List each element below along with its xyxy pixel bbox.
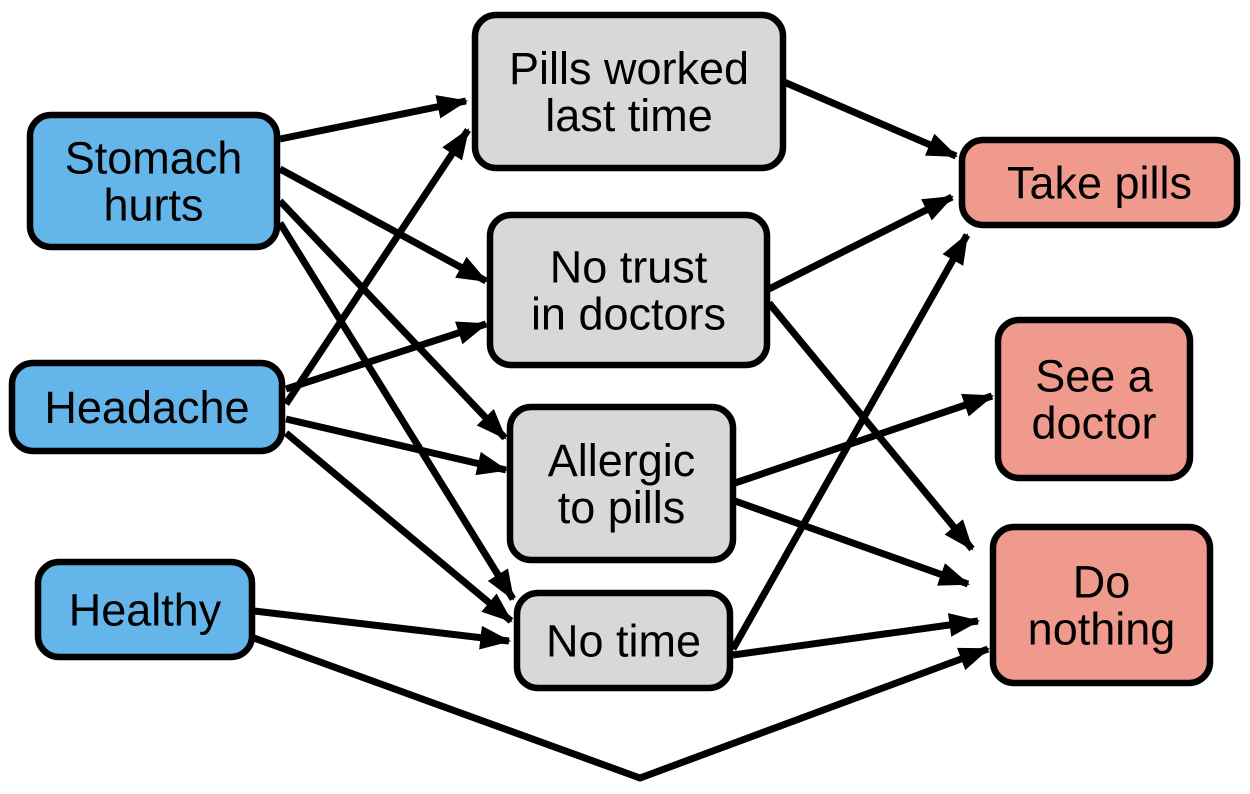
node-take-pills-label: Take pills <box>1007 158 1192 209</box>
node-stomach-hurts-line-0: Stomach <box>65 133 243 184</box>
edge-allergic-to-pills-to-see-a-doctor <box>733 392 994 487</box>
node-headache: Headache <box>8 359 286 455</box>
node-do-nothing-line-0: Do <box>1073 557 1131 608</box>
node-headache-box <box>8 359 286 455</box>
edge-healthy-to-do-nothing <box>252 634 990 782</box>
node-headache-line-0: Headache <box>44 382 249 433</box>
edge-no-time-to-do-nothing <box>732 613 981 659</box>
node-no-time: No time <box>513 589 734 692</box>
node-no-time-line-0: No time <box>546 616 701 667</box>
node-no-trust-in-doctors-line-1: in doctors <box>531 289 726 340</box>
node-pills-worked-last-time-line-0: Pills worked <box>509 43 749 94</box>
edge-allergic-to-pills-to-do-nothing <box>733 497 970 588</box>
node-see-a-doctor-line-0: See a <box>1035 351 1154 402</box>
edge-healthy-to-no-time <box>253 607 512 650</box>
node-take-pills-box <box>958 136 1241 229</box>
edge-stomach-hurts-to-no-trust-in-doctors <box>278 165 488 285</box>
node-see-a-doctor-box <box>994 316 1194 482</box>
node-healthy-label: Healthy <box>69 585 222 636</box>
node-take-pills-line-0: Take pills <box>1007 158 1192 209</box>
node-headache-label: Headache <box>44 382 249 433</box>
node-take-pills: Take pills <box>958 136 1241 229</box>
node-see-a-doctor-line-1: doctor <box>1031 398 1156 449</box>
edge-headache-to-no-time <box>283 430 514 624</box>
node-stomach-hurts-box <box>26 111 281 251</box>
node-healthy: Healthy <box>34 558 256 661</box>
node-no-trust-in-doctors-box <box>486 211 771 369</box>
node-healthy-line-0: Healthy <box>69 585 222 636</box>
edge-stomach-hurts-to-allergic-to-pills <box>277 198 508 441</box>
node-no-time-box <box>513 589 734 692</box>
node-allergic-to-pills-line-1: to pills <box>558 482 686 533</box>
node-no-time-label: No time <box>546 616 701 667</box>
node-do-nothing-box <box>989 523 1214 687</box>
edge-pills-worked-last-time-to-take-pills <box>782 78 958 160</box>
node-allergic-to-pills-line-0: Allergic <box>548 435 696 486</box>
node-stomach-hurts-line-1: hurts <box>103 180 203 231</box>
edge-headache-to-allergic-to-pills <box>285 415 509 476</box>
node-healthy-box <box>34 558 256 661</box>
node-allergic-to-pills-box <box>506 403 737 564</box>
node-pills-worked-last-time-box <box>471 11 787 172</box>
edge-stomach-hurts-to-no-time <box>277 221 516 601</box>
edge-headache-to-no-trust-in-doctors <box>284 320 488 393</box>
node-pills-worked-last-time-line-1: last time <box>545 90 713 141</box>
edge-no-time-to-take-pills <box>729 233 971 651</box>
edge-no-trust-in-doctors-to-take-pills <box>767 193 954 293</box>
edge-headache-to-pills-worked-last-time <box>283 128 471 406</box>
edge-no-trust-in-doctors-to-do-nothing <box>766 300 975 552</box>
node-no-trust-in-doctors-line-0: No trust <box>550 242 708 293</box>
edge-stomach-hurts-to-pills-worked-last-time <box>279 95 469 143</box>
node-do-nothing-line-1: nothing <box>1028 604 1176 655</box>
